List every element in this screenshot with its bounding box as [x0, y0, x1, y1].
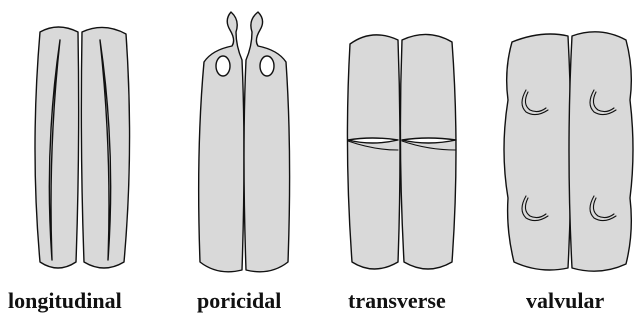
- label-longitudinal: longitudinal: [8, 290, 122, 312]
- label-poricidal: poricidal: [197, 290, 281, 312]
- anther-transverse: [347, 34, 456, 269]
- valvular-right-theca: [569, 32, 633, 271]
- valvular-left-theca: [504, 34, 571, 270]
- transverse-left-theca: [347, 35, 400, 269]
- label-transverse: transverse: [348, 290, 446, 312]
- anther-valvular: [504, 32, 633, 271]
- label-valvular: valvular: [526, 290, 604, 312]
- poricidal-right-pore: [260, 56, 274, 76]
- poricidal-left-pore: [216, 56, 230, 76]
- anther-poricidal: [199, 12, 290, 272]
- longitudinal-right-theca: [81, 27, 129, 268]
- poricidal-left-theca: [199, 12, 244, 272]
- poricidal-right-theca: [244, 12, 290, 272]
- anther-longitudinal: [35, 27, 130, 268]
- transverse-right-theca: [400, 34, 456, 269]
